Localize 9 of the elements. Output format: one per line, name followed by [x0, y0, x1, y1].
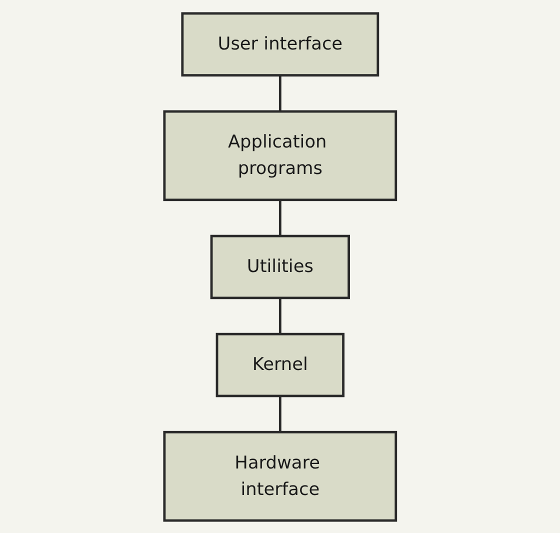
node-box: Application programs: [163, 110, 397, 201]
connector: [278, 199, 282, 236]
node-box: Kernel: [216, 332, 344, 397]
connector: [278, 395, 282, 432]
connector: [278, 297, 282, 334]
node-box: Hardware interface: [163, 430, 397, 522]
node-box: User interface: [181, 12, 379, 76]
node-box: Utilities: [210, 234, 350, 299]
connector: [278, 74, 282, 111]
